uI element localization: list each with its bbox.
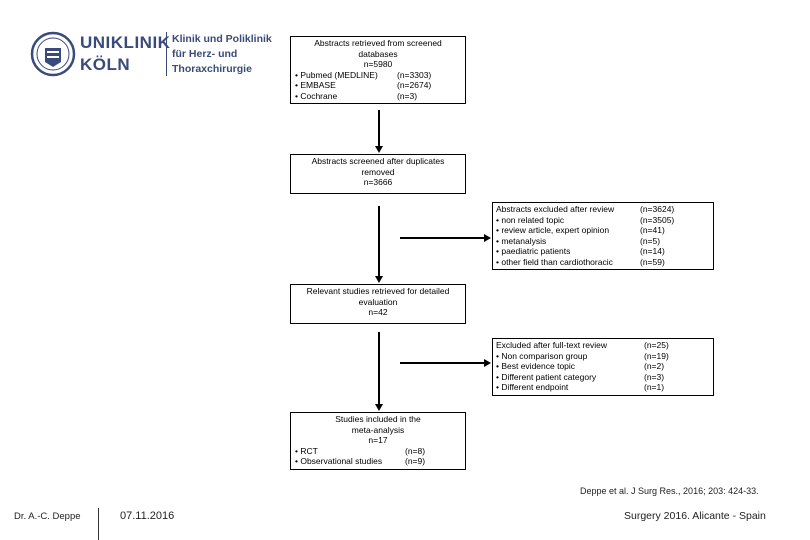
citation: Deppe et al. J Surg Res., 2016; 203: 424… <box>580 486 759 496</box>
logo-name-line2: KÖLN <box>80 55 131 74</box>
logo-dept-line1: Klinik und Poliklinik <box>172 33 272 45</box>
excluded2-header: Excluded after full-text review(n=25) <box>496 340 669 350</box>
excluded2-item: • Non comparison group(n=19) <box>496 350 669 361</box>
box3-line-1: Relevant studies retrieved for detailed <box>306 286 450 296</box>
arrow-to-excluded-2-head <box>484 359 491 367</box>
box4-item: • RCT(n=8) <box>295 445 426 456</box>
box2-line-3: n=3666 <box>363 177 393 187</box>
box-excluded-full-text: Excluded after full-text review(n=25) • … <box>492 338 714 396</box>
logo-dept-line2: für Herz- und <box>172 48 238 60</box>
box2-line-1: Abstracts screened after duplicates <box>311 156 445 166</box>
excluded2-item: • Best evidence topic(n=2) <box>496 361 665 371</box>
footer-divider <box>98 508 99 540</box>
box3-line-3: n=42 <box>368 307 388 317</box>
box-abstracts-retrieved: Abstracts retrieved from screened databa… <box>290 36 466 104</box>
box-excluded-after-review: Abstracts excluded after review(n=3624) … <box>492 202 714 270</box>
box1-line-2: databases <box>358 48 398 59</box>
box-relevant-studies: Relevant studies retrieved for detailed … <box>290 284 466 324</box>
box1-item: • Cochrane(n=3) <box>295 90 418 101</box>
excluded1-item: • non related topic(n=3505) <box>496 214 675 225</box>
footer-author: Dr. A.-C. Deppe <box>14 511 81 522</box>
excluded1-item: • other field than cardiothoracic(n=59) <box>496 256 665 267</box>
arrow-3 <box>378 332 380 406</box>
box1-line-3: n=5980 <box>363 59 393 69</box>
arrow-to-excluded-1 <box>400 237 484 239</box>
logo-dept-line3: Thoraxchirurgie <box>172 63 252 75</box>
box-after-duplicates: Abstracts screened after duplicates remo… <box>290 154 466 194</box>
box1-item: • EMBASE(n=2674) <box>295 80 432 90</box>
excluded1-header: Abstracts excluded after review(n=3624) <box>496 204 675 214</box>
box4-line-2: meta-analysis <box>351 424 405 435</box>
excluded2-item: • Different patient category(n=3) <box>496 371 665 382</box>
excluded1-item: • metanalysis(n=5) <box>496 235 661 246</box>
excluded2-item: • Different endpoint(n=1) <box>496 382 665 392</box>
box4-line-1: Studies included in the <box>335 414 421 424</box>
box1-item: • Pubmed (MEDLINE)(n=3303) <box>295 69 432 80</box>
footer-event: Surgery 2016. Alicante - Spain <box>624 510 766 522</box>
arrow-2 <box>378 206 380 278</box>
box4-line-3: n=17 <box>368 435 388 445</box>
footer-date: 07.11.2016 <box>120 510 175 522</box>
arrow-2-head <box>375 276 383 283</box>
logo-name-line1: UNIKLINIK <box>80 33 171 52</box>
excluded1-item: • review article, expert opinion(n=41) <box>496 225 665 235</box>
arrow-1 <box>378 110 380 148</box>
excluded1-item: • paediatric patients(n=14) <box>496 246 665 256</box>
box2-line-2: removed <box>361 166 395 177</box>
box4-item: • Observational studies(n=9) <box>295 456 426 466</box>
seal-icon <box>30 31 76 77</box>
university-logo <box>30 30 76 78</box>
logo-divider <box>166 32 167 76</box>
arrow-3-head <box>375 404 383 411</box>
box-studies-included: Studies included in the meta-analysis n=… <box>290 412 466 470</box>
arrow-to-excluded-2 <box>400 362 484 364</box>
box3-line-2: evaluation <box>358 296 398 307</box>
arrow-to-excluded-1-head <box>484 234 491 242</box>
box1-line-1: Abstracts retrieved from screened <box>314 38 442 48</box>
arrow-1-head <box>375 146 383 153</box>
